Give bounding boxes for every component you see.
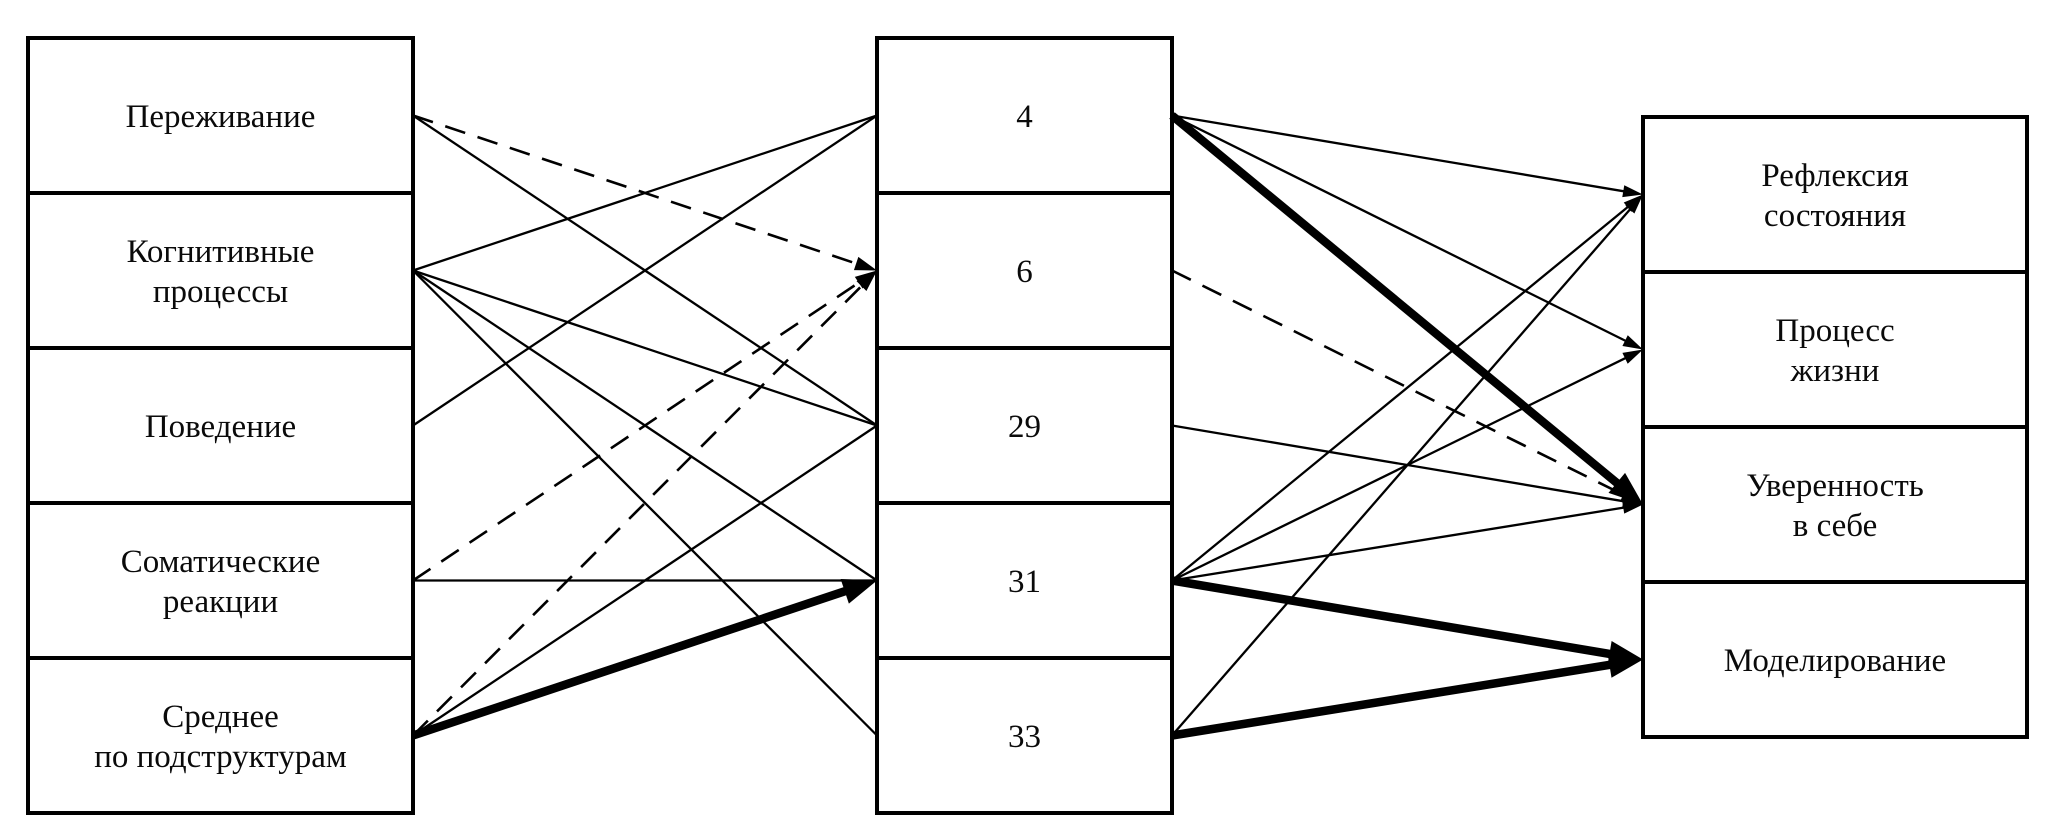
right-box-label: Уверенность в себе xyxy=(1746,468,1924,544)
left-box-label-line: по подструктурам xyxy=(94,739,347,775)
right-box-label-line: состояния xyxy=(1764,198,1906,234)
left-box-label-line: Соматические xyxy=(121,544,320,580)
connector-middle-right xyxy=(1171,202,1637,737)
right-column-box xyxy=(1641,425,2029,584)
connector-middle-right xyxy=(1171,576,1626,661)
arrowhead xyxy=(853,256,877,271)
middle-column-box xyxy=(875,191,1174,350)
arrowhead xyxy=(1607,652,1643,678)
right-box-label-line: в себе xyxy=(1793,508,1878,544)
connector-left-middle xyxy=(412,424,878,737)
connector-middle-right xyxy=(1171,269,1633,501)
middle-box-label-line: 6 xyxy=(1016,254,1033,290)
right-box-label-line: Рефлексия xyxy=(1761,158,1908,194)
middle-box-label-line: 33 xyxy=(1008,719,1041,755)
connector-middle-right xyxy=(1171,658,1626,740)
left-box-label-line: Поведение xyxy=(145,409,296,445)
right-box-label: Моделирование xyxy=(1724,643,1946,679)
connector-left-middle xyxy=(412,114,878,427)
right-column-box xyxy=(1641,115,2029,274)
connector-left-middle xyxy=(411,582,861,740)
right-box-label-line: Моделирование xyxy=(1724,643,1946,679)
left-box-label: Поведение xyxy=(145,409,296,445)
left-column-box xyxy=(26,36,415,195)
right-column-box xyxy=(1641,270,2029,429)
arrowhead xyxy=(856,270,877,292)
left-box-label-line: процессы xyxy=(153,274,288,310)
arrowhead xyxy=(1622,335,1643,350)
middle-column-box xyxy=(875,346,1174,505)
middle-box-label: 31 xyxy=(1008,564,1041,600)
connector-left-middle xyxy=(412,114,878,272)
connector-left-middle xyxy=(412,269,878,737)
connector-middle-right xyxy=(1169,112,1632,496)
middle-box-label: 33 xyxy=(1008,719,1041,755)
middle-box-label-line: 29 xyxy=(1008,409,1041,445)
right-box-label: Процесс жизни xyxy=(1775,313,1894,389)
middle-box-label-line: 31 xyxy=(1008,564,1041,600)
middle-box-label: 6 xyxy=(1016,254,1033,290)
left-box-label: Соматические реакции xyxy=(121,544,320,620)
left-box-label-line: Переживание xyxy=(126,99,316,135)
left-box-label-line: Среднее xyxy=(162,699,278,735)
connector-middle-right xyxy=(1171,114,1633,194)
left-box-label: Переживание xyxy=(126,99,316,135)
connector-middle-right xyxy=(1171,353,1634,582)
right-box-label-line: Уверенность xyxy=(1746,468,1924,504)
middle-box-label: 29 xyxy=(1008,409,1041,445)
connector-left-middle xyxy=(412,276,868,582)
right-box-label-line: Процесс xyxy=(1775,313,1894,349)
left-box-label-line: Когнитивные xyxy=(127,234,315,270)
arrowhead xyxy=(1622,185,1643,198)
connector-left-middle xyxy=(412,278,870,737)
connector-left-middle xyxy=(412,114,866,268)
connector-middle-right xyxy=(1171,114,1634,346)
right-box-label-line: жизни xyxy=(1790,353,1880,389)
connector-middle-right xyxy=(1171,200,1636,582)
left-column-box xyxy=(26,656,415,815)
arrowhead xyxy=(1622,501,1643,514)
right-box-label: Рефлексия состояния xyxy=(1761,158,1908,234)
connector-middle-right xyxy=(1171,505,1633,582)
middle-box-label: 4 xyxy=(1016,99,1033,135)
middle-box-label-line: 4 xyxy=(1016,99,1033,135)
arrowhead xyxy=(1625,194,1643,214)
arrowhead xyxy=(840,578,877,604)
left-box-label: Среднее по подструктурам xyxy=(94,699,347,775)
left-box-label-line: реакции xyxy=(163,584,278,620)
left-column-box xyxy=(26,501,415,660)
connector-left-middle xyxy=(412,269,878,427)
middle-column-box xyxy=(875,36,1174,195)
arrowhead xyxy=(1622,349,1643,364)
left-column-box xyxy=(26,191,415,350)
connector-middle-right xyxy=(1171,424,1633,504)
left-box-label: Когнитивные процессы xyxy=(127,234,315,310)
